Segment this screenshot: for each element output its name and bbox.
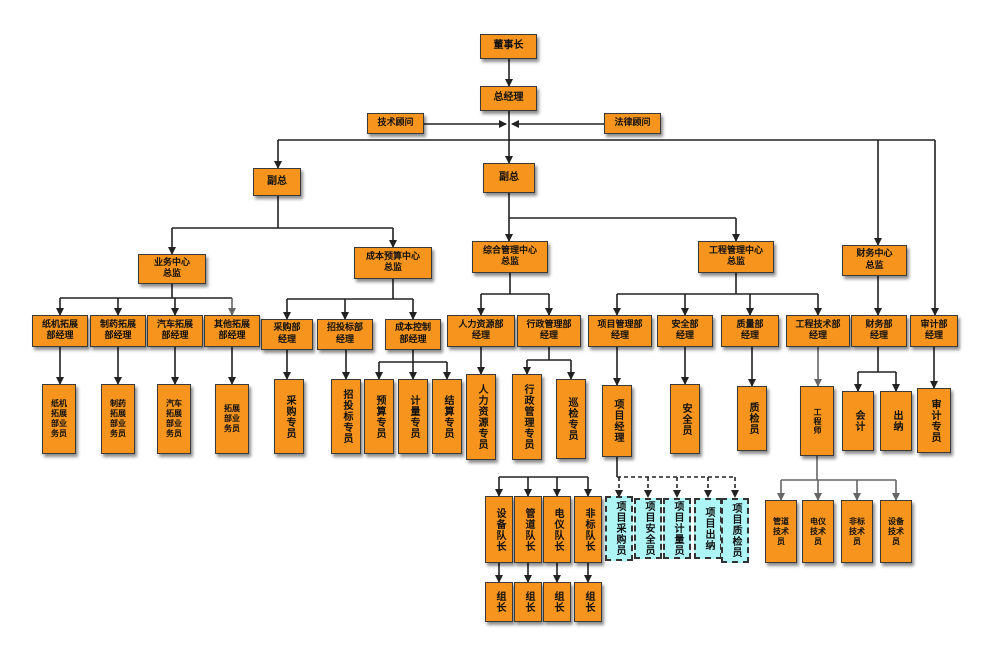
- general-manager-box: 总经理: [480, 86, 537, 111]
- quality-manager-box: 质量部 经理: [721, 315, 779, 347]
- project-manager-box: 项目经理: [602, 385, 632, 457]
- auto-expansion-manager-box: 汽车拓展 部经理: [147, 315, 203, 347]
- group-leader-box-1: 组长: [485, 582, 513, 622]
- accountant-box: 会计: [842, 391, 874, 451]
- cost-budget-center-director-box: 成本预算中心 总监: [354, 247, 432, 279]
- other-expansion-manager-box: 其他拓展 部经理: [204, 315, 260, 347]
- audit-staff-box: 审计专员: [917, 388, 951, 453]
- electrical-team-lead-box: 电仪队长: [543, 496, 571, 563]
- group-leader-box-4: 组长: [574, 582, 602, 622]
- engineering-center-director-box: 工程管理中心 总监: [698, 241, 774, 273]
- cost-control-manager-box: 成本控制 部经理: [385, 319, 441, 350]
- equipment-technician-box: 设备 技术 员: [880, 500, 912, 563]
- equipment-team-lead-box: 设备队长: [485, 496, 513, 563]
- tech-consultant-box: 技术顾问: [367, 113, 424, 134]
- purchasing-manager-box: 采购部 经理: [261, 319, 313, 350]
- project-safety-officer-box: 项目安全员: [634, 498, 662, 559]
- nonstandard-technician-box: 非标 技术 员: [841, 500, 873, 563]
- admin-staff-box: 行政管理专员: [512, 374, 542, 460]
- paper-machine-expansion-manager-box: 纸机拓展 部经理: [32, 315, 88, 347]
- vice-president-center-box: 副总: [483, 163, 535, 193]
- metering-staff-box: 计量专员: [398, 379, 428, 454]
- paper-expansion-staff-box: 纸机 拓展 部业 务员: [42, 384, 76, 454]
- engineer-box: 工程师: [800, 386, 834, 456]
- cashier-box: 出纳: [880, 391, 912, 451]
- safety-manager-box: 安全部 经理: [657, 315, 713, 347]
- project-quality-inspector-box: 项目质检员: [721, 498, 749, 563]
- audit-manager-box: 审计部 经理: [910, 315, 958, 347]
- finance-manager-box: 财务部 经理: [851, 315, 907, 347]
- admin-manager-box: 行政管理部 经理: [517, 315, 581, 347]
- business-center-director-box: 业务中心 总监: [138, 254, 206, 284]
- project-purchaser-box: 项目采购员: [605, 496, 633, 561]
- group-leader-box-3: 组长: [543, 582, 571, 622]
- general-admin-center-director-box: 综合管理中心 总监: [472, 241, 548, 273]
- auto-expansion-staff-box: 汽车 拓展 部业 务员: [157, 384, 191, 454]
- settlement-staff-box: 结算专员: [432, 379, 462, 454]
- project-cashier-box: 项目出纳: [694, 498, 722, 559]
- hr-manager-box: 人力资源部 经理: [447, 315, 515, 347]
- legal-consultant-box: 法律顾问: [604, 113, 661, 134]
- nonstandard-team-lead-box: 非标队长: [574, 496, 602, 563]
- pharma-expansion-staff-box: 制药 拓展 部业 务员: [101, 384, 135, 454]
- pipeline-team-lead-box: 管道队长: [514, 496, 542, 563]
- engineering-tech-manager-box: 工程技术部 经理: [786, 315, 850, 347]
- pharma-expansion-manager-box: 制药拓展 部经理: [90, 315, 146, 347]
- finance-center-director-box: 财务中心 总监: [842, 245, 907, 276]
- safety-staff-box: 安全员: [670, 384, 700, 454]
- bidding-manager-box: 招投标部 经理: [317, 319, 373, 350]
- patrol-staff-box: 巡检专员: [556, 379, 586, 459]
- other-expansion-staff-box: 拓展 部业 务员: [215, 384, 249, 454]
- purchasing-staff-box: 采购专员: [274, 379, 304, 454]
- budget-staff-box: 预算专员: [364, 379, 394, 454]
- quality-inspector-box: 质检员: [737, 386, 767, 451]
- project-metering-officer-box: 项目计量员: [663, 498, 691, 559]
- vice-president-left-box: 副总: [253, 168, 301, 196]
- chairman-box: 董事长: [480, 34, 537, 59]
- pipeline-technician-box: 管道 技术 员: [765, 500, 797, 563]
- group-leader-box-2: 组长: [514, 582, 542, 622]
- project-management-manager-box: 项目管理部 经理: [588, 315, 652, 347]
- bidding-staff-box: 招投标专员: [331, 379, 361, 454]
- electrical-technician-box: 电仪 技术 员: [802, 500, 834, 563]
- hr-staff-box: 人力资源专员: [466, 374, 496, 460]
